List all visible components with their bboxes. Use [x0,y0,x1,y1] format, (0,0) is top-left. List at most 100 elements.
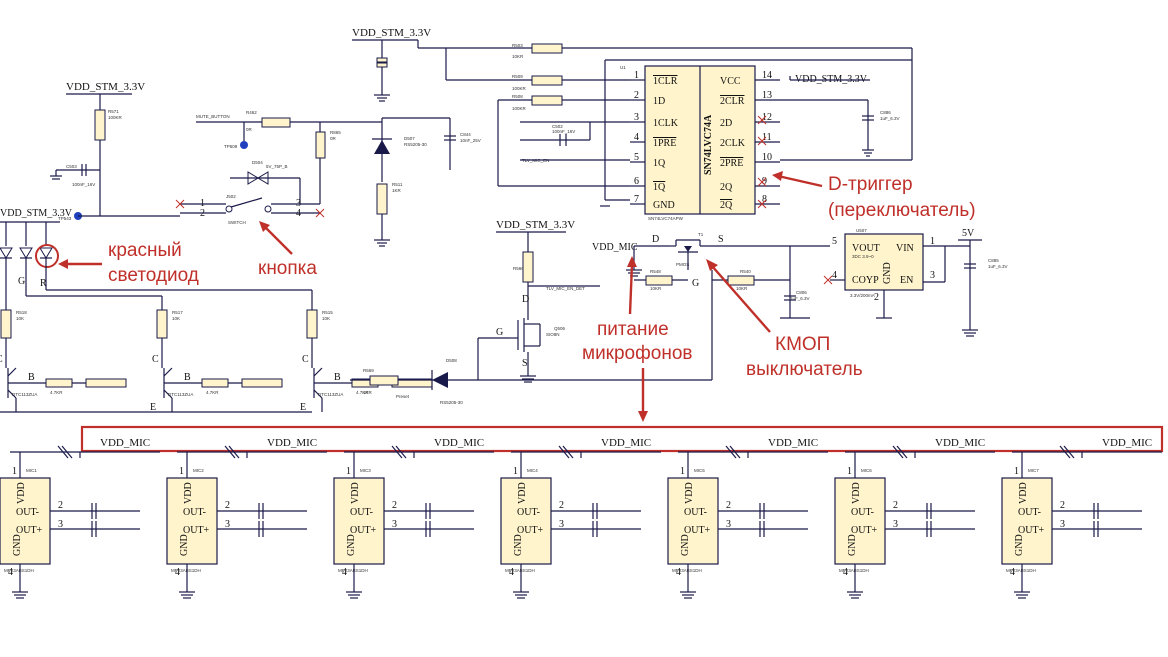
transistor-drivers: R51810KCEBDTC113ZUA4.7KRR51710KCEBDTC113… [0,309,433,413]
vdd-mic-label-pmos: VDD_MIC [592,242,638,253]
svg-text:10K: 10K [322,316,330,321]
transistor-base-label: B [334,372,341,383]
svg-text:10KR: 10KR [736,286,748,291]
svg-text:100nF_16V: 100nF_16V [72,182,95,187]
annotation-led: красный светодиод [58,240,199,286]
svg-text:4.7KR: 4.7KR [356,390,369,395]
mic-outplus-label: OUT+ [517,525,544,536]
svg-text:C806: C806 [796,290,807,295]
ff-left-pin-name: 1PRE [653,138,676,149]
svg-text:U507: U507 [856,228,867,233]
mic-pin-4: 4 [342,567,347,578]
svg-text:Q506: Q506 [554,326,566,331]
regulator-pin-1: 1 [930,236,935,247]
annotation-trigger-line2: (переключатель) [828,200,976,221]
svg-text:10K: 10K [16,316,24,321]
mic-outplus-label: OUT+ [16,525,43,536]
transistor-base-label: B [28,372,35,383]
mic-pin-2: 2 [392,500,397,511]
mic-outminus-label: OUT- [1018,507,1041,518]
mic-outplus-label: OUT+ [851,525,878,536]
svg-text:C885: C885 [988,258,999,263]
svg-text:MP23ABS1DH: MP23ABS1DH [672,568,702,573]
mic-outminus-label: OUT- [183,507,206,518]
svg-text:Preset: Preset [396,394,410,399]
ff-left-pin-name: 1CLK [653,118,679,129]
regulator-ic: U507 3DC 3.9~0 VOUT VIN GND COYP EN 5 1 … [832,228,935,303]
ff-right-pin-name: 2PRE [720,158,743,169]
svg-text:R865: R865 [330,130,341,135]
ff-left-pin-num: 4 [634,132,639,143]
mic-vdd-pin-label: VDD [16,482,27,504]
svg-text:R548: R548 [650,269,661,274]
ff-left-pin-num: 2 [634,90,639,101]
microphone-array: VDD_MICMIC1VDDOUT-OUT+GND1234MP23ABS1DHV… [0,437,1162,599]
svg-text:100KR: 100KR [512,106,527,111]
svg-text:RS5205-30: RS5205-30 [404,142,427,147]
svg-text:RS5205-30: RS5205-30 [440,400,463,405]
mic-vdd-pin-label: VDD [851,482,862,504]
mic-pin-4: 4 [843,567,848,578]
mic-gnd-pin-label: GND [1014,534,1025,556]
ff-right-pin-name: 2Q [720,182,733,193]
vdd-stm-label-nmos: VDD_STM_3.3V [496,219,575,231]
mic-pin-1: 1 [847,466,852,477]
regulator-vin-label: VIN [896,243,914,254]
transistor-emitter-label: E [300,402,306,413]
annotation-cmos-line2: выключатель [746,359,863,380]
mic-vdd-pin-label: VDD [183,482,194,504]
svg-text:1uF_6.3V: 1uF_6.3V [880,116,900,121]
vdd-stm-label-top: VDD_STM_3.3V [352,27,431,39]
svg-text:4.7KR: 4.7KR [50,390,63,395]
svg-text:3DC 3.9~0: 3DC 3.9~0 [852,254,874,259]
annotation-button: кнопка [258,221,317,279]
mic-outminus-label: OUT- [16,507,39,518]
mic-pin-1: 1 [1014,466,1019,477]
led-pin-r: R [40,278,47,289]
mic-power-highlight-box [80,425,1164,453]
flipflop-ic: SN74LVC74A U1 SN74LVC74APW 11CLR21D31CLK… [620,65,780,221]
ff-right-pin-name: 2Q [720,200,733,211]
transistor-base-label: B [184,372,191,383]
mic-outplus-label: OUT+ [183,525,210,536]
svg-text:MP23ABS1DH: MP23ABS1DH [839,568,869,573]
annotation-mic-power-line1: питание [597,319,669,340]
svg-text:MP23ABS1DH: MP23ABS1DH [1006,568,1036,573]
svg-text:1uF_6.3V: 1uF_6.3V [790,296,810,301]
ff-left-pin-name: GND [653,200,675,211]
mic-outminus-label: OUT- [517,507,540,518]
mic-vdd-pin-label: VDD [517,482,528,504]
mic-pin-3: 3 [225,519,230,530]
mic-pin-1: 1 [12,466,17,477]
mic-outminus-label: OUT- [350,507,373,518]
svg-text:MIC7: MIC7 [1028,468,1039,473]
svg-text:100nF_16V: 100nF_16V [552,129,575,134]
svg-text:MIC5: MIC5 [694,468,705,473]
svg-text:D507: D507 [404,136,415,141]
svg-text:U1: U1 [620,65,626,70]
mic-outplus-label: OUT+ [350,525,377,536]
ff-right-pin-name: 2D [720,118,732,129]
pmos-source-label: S [718,234,724,245]
annotation-trigger-line1: D-триггер [828,174,913,195]
ff-right-pin-num: 10 [762,152,772,163]
ff-left-pin-name: 1Q [653,158,666,169]
mic-pin-2: 2 [58,500,63,511]
mic-vdd-label: VDD_MIC [768,437,818,449]
svg-text:TP543: TP543 [58,216,72,221]
mic-outplus-label: OUT+ [684,525,711,536]
mic-pin-1: 1 [179,466,184,477]
annotation-mic-power-line2: микрофонов [582,343,692,364]
svg-text:10K: 10K [172,316,180,321]
mic-gnd-pin-label: GND [847,534,858,556]
svg-text:10KR: 10KR [650,286,662,291]
mic-outminus-label: OUT- [851,507,874,518]
svg-text:DTC113ZUA: DTC113ZUA [318,392,343,397]
mic-vdd-label: VDD_MIC [100,437,150,449]
svg-text:5V_75P_B: 5V_75P_B [266,164,288,169]
svg-text:1KR: 1KR [363,390,373,395]
mic-vdd-label: VDD_MIC [1102,437,1152,449]
